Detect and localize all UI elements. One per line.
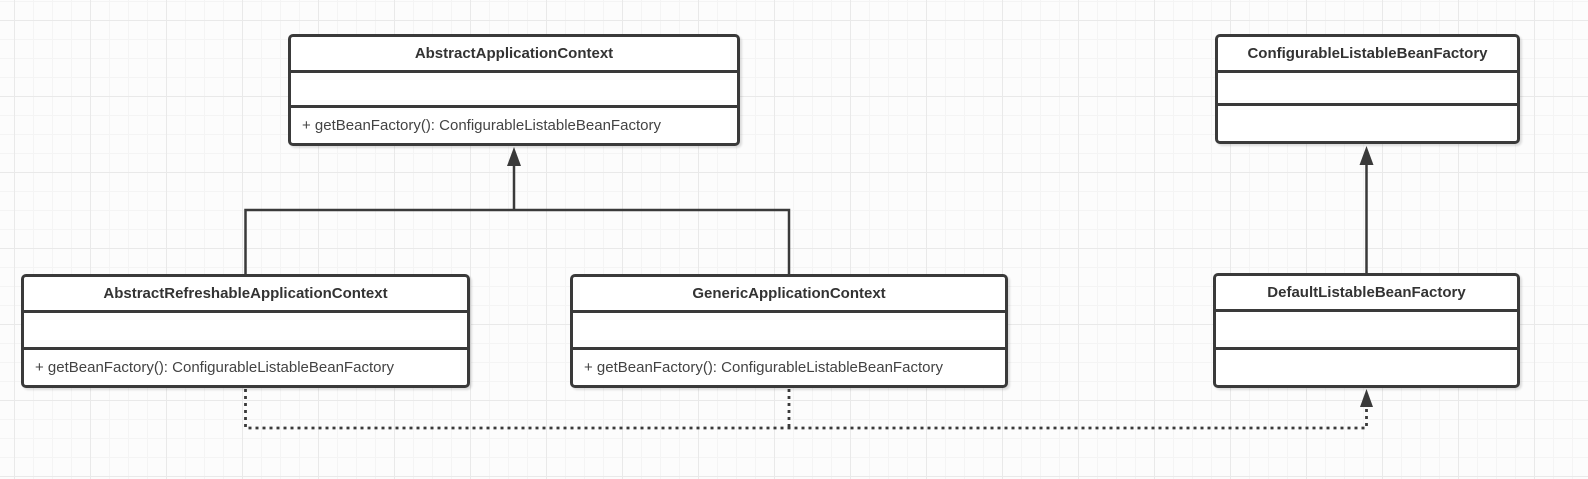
class-title: ConfigurableListableBeanFactory [1218,37,1517,73]
generalization-arrowhead-abstract-application-context [507,147,521,166]
generalization-branch-lines[interactable] [244,208,791,274]
methods-compartment: + getBeanFactory(): ConfigurableListable… [35,359,394,376]
class-node-generic-application-context[interactable]: GenericApplicationContext + getBeanFacto… [570,274,1008,388]
dependency-arrowhead-default-listable-bean-factory [1360,389,1373,407]
methods-compartment: + getBeanFactory(): ConfigurableListable… [302,117,661,134]
class-node-abstract-application-context[interactable]: AbstractApplicationContext + getBeanFact… [288,34,740,146]
class-node-configurable-listable-bean-factory[interactable]: ConfigurableListableBeanFactory [1215,34,1520,144]
attributes-compartment [1218,73,1517,106]
attributes-compartment [1216,312,1517,350]
class-node-abstract-refreshable-application-context[interactable]: AbstractRefreshableApplicationContext + … [21,274,470,388]
class-title: AbstractApplicationContext [291,37,737,73]
generalization-arrowhead-configurable-listable-bean-factory [1359,146,1374,165]
attributes-compartment [291,73,737,108]
class-node-default-listable-bean-factory[interactable]: DefaultListableBeanFactory [1213,273,1520,388]
methods-compartment: + getBeanFactory(): ConfigurableListable… [584,359,943,376]
class-title: AbstractRefreshableApplicationContext [24,277,467,313]
class-title: GenericApplicationContext [573,277,1005,313]
methods-compartment [1218,106,1517,141]
methods-compartment [1216,350,1517,385]
attributes-compartment [573,313,1005,350]
attributes-compartment [24,313,467,350]
dependency-line-to-default-listable-bean-factory[interactable] [244,389,1368,430]
class-title: DefaultListableBeanFactory [1216,276,1517,312]
